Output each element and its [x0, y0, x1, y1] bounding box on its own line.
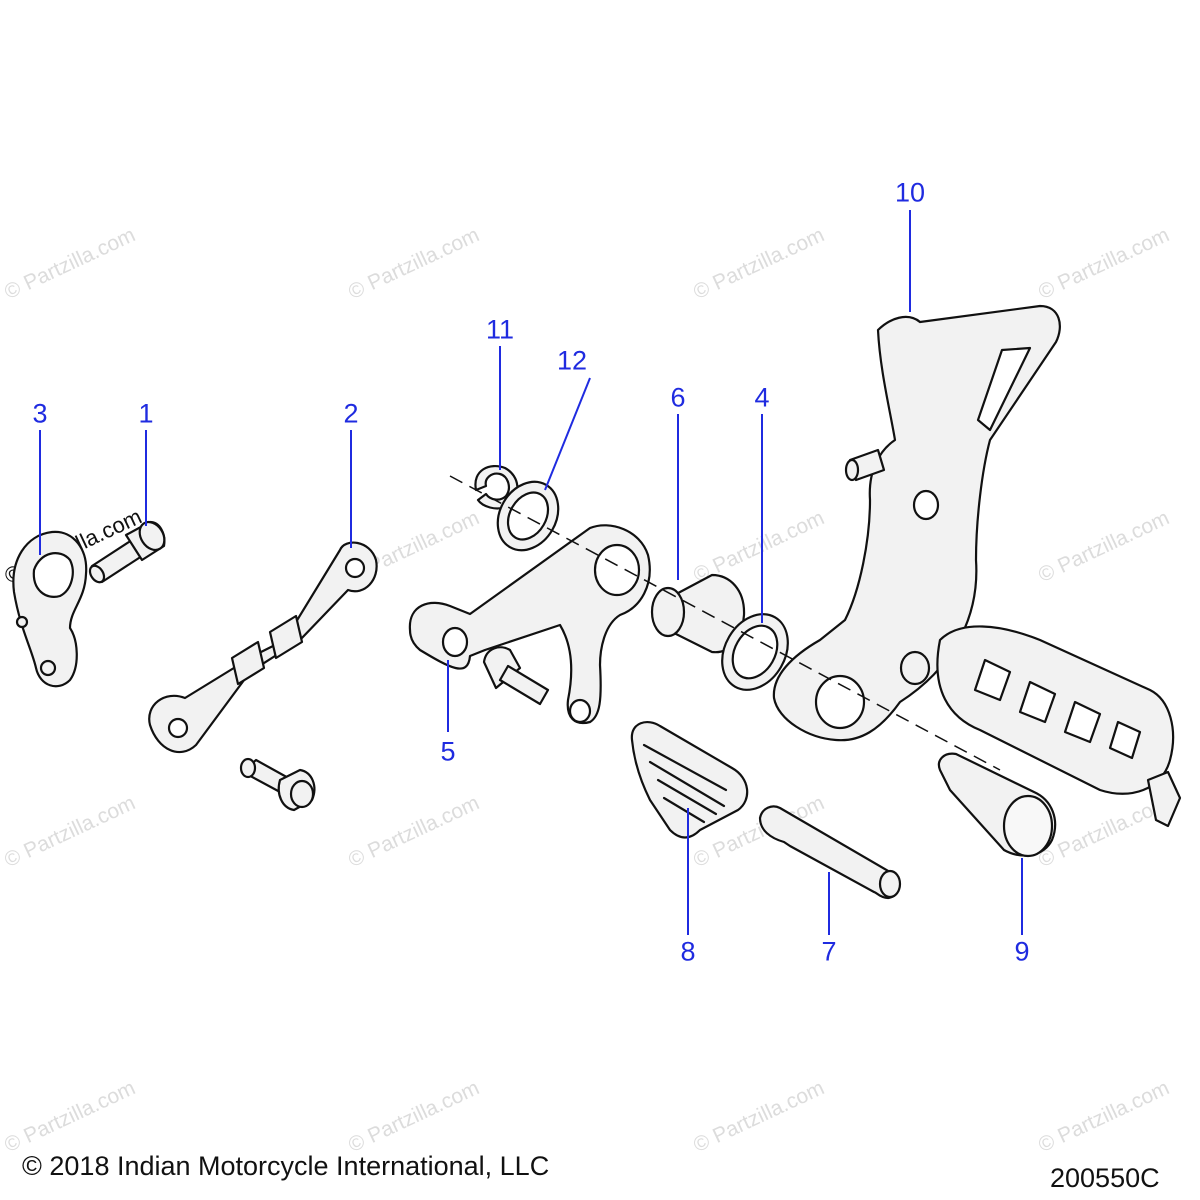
assembly-axis — [449, 475, 1001, 771]
callout-11: 11 — [485, 314, 515, 345]
callout-4: 4 — [754, 382, 770, 413]
part-12-washer — [496, 480, 560, 552]
callout-5: 5 — [440, 736, 456, 767]
part-10-bracket — [772, 304, 1061, 742]
callout-6: 6 — [670, 382, 686, 413]
part-1-bolt — [88, 520, 166, 584]
callout-7: 7 — [821, 936, 837, 967]
callout-1: 1 — [138, 398, 154, 429]
part-6-bushing — [650, 573, 746, 654]
copyright-notice: © 2018 Indian Motorcycle International, … — [22, 1151, 550, 1181]
part-2-small-bolt — [239, 757, 316, 812]
part-9-bolt — [937, 752, 1057, 858]
drawing-number: 200550C — [1050, 1163, 1160, 1193]
leader-line-12 — [544, 377, 591, 491]
part-7-pin — [758, 805, 902, 900]
part-4-washer — [721, 613, 789, 691]
part-3-clamp — [12, 530, 88, 688]
part-5-bolt — [482, 646, 550, 706]
part-5-lever — [408, 524, 651, 725]
part-8-rubber — [630, 721, 749, 839]
part-10-footpeg — [936, 625, 1182, 828]
part-2-linkage — [148, 541, 378, 754]
callout-2: 2 — [343, 398, 359, 429]
callout-12: 12 — [556, 345, 588, 376]
callout-10: 10 — [894, 177, 926, 208]
callout-9: 9 — [1014, 936, 1030, 967]
callout-8: 8 — [680, 936, 696, 967]
callout-3: 3 — [32, 398, 48, 429]
